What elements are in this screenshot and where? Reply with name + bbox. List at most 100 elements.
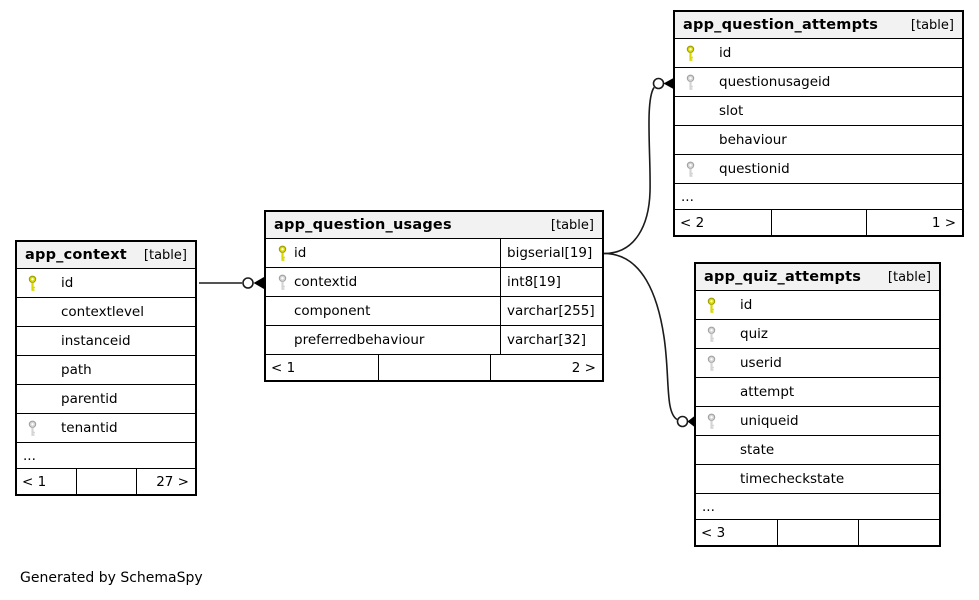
zero-many-circle xyxy=(676,415,689,428)
primary-key-icon xyxy=(706,297,717,314)
table-row: id bigserial[19] xyxy=(266,239,602,268)
column-name: preferredbehaviour xyxy=(294,332,425,348)
footer-spacer xyxy=(770,210,867,235)
table-header: app_context[table] xyxy=(17,242,195,269)
column-name-cell: component xyxy=(266,297,501,325)
table-row: tenantid xyxy=(17,414,195,443)
column-name: questionusageid xyxy=(719,74,831,90)
table-row: preferredbehaviour varchar[32] xyxy=(266,326,602,355)
footer-spacer xyxy=(378,355,490,380)
column-name: contextlevel xyxy=(61,304,144,320)
table-row: path xyxy=(17,356,195,385)
table-name[interactable]: app_question_attempts xyxy=(683,17,879,33)
footer-spacer xyxy=(777,520,858,545)
column-name: id xyxy=(61,275,74,291)
relationship-app_question_usages-app_quiz_attempts xyxy=(603,252,695,428)
column-name: id xyxy=(294,245,307,261)
table-row: contextid int8[19] xyxy=(266,268,602,297)
column-name-cell: preferredbehaviour xyxy=(266,326,501,354)
child-count: 1 > xyxy=(866,210,962,235)
column-name: id xyxy=(719,45,732,61)
relationship-app_question_usages-app_question_attempts xyxy=(603,77,674,255)
table-app_question_usages[interactable]: app_question_usages [table] id bigserial[19… xyxy=(264,210,604,382)
column-name: tenantid xyxy=(61,420,118,436)
table-type-badge: [table] xyxy=(910,17,954,33)
parent-count: < 2 xyxy=(680,214,705,231)
column-name: instanceid xyxy=(61,333,131,349)
column-name: path xyxy=(61,362,92,378)
table-footer: < 1 27 > xyxy=(17,469,195,494)
child-count: 27 > xyxy=(135,469,195,494)
table-row: userid xyxy=(696,349,939,378)
fk-arrowhead-icon xyxy=(253,277,264,289)
table-row: contextlevel xyxy=(17,298,195,327)
relationship-app_context-app_question_usages xyxy=(199,277,264,289)
table-footer: < 3 xyxy=(696,520,939,545)
column-name: quiz xyxy=(740,326,768,342)
more-columns-ellipsis: ... xyxy=(696,494,939,520)
column-name: userid xyxy=(740,355,782,371)
table-row: uniqueid xyxy=(696,407,939,436)
table-row: id xyxy=(675,39,962,68)
foreign-key-icon xyxy=(706,413,717,430)
column-type: int8[19] xyxy=(507,274,561,290)
foreign-key-icon xyxy=(685,161,696,178)
column-name: questionid xyxy=(719,161,790,177)
primary-key-icon xyxy=(27,275,38,292)
table-footer: < 2 1 > xyxy=(675,210,962,235)
table-row: quiz xyxy=(696,320,939,349)
footer-spacer xyxy=(76,469,135,494)
column-name: timecheckstate xyxy=(740,471,845,487)
foreign-key-icon xyxy=(706,326,717,343)
column-type: bigserial[19] xyxy=(507,245,593,261)
table-row: instanceid xyxy=(17,327,195,356)
column-name-cell: contextid xyxy=(266,268,501,296)
child-count: 2 > xyxy=(490,355,602,380)
parent-count: < 3 xyxy=(701,524,726,541)
table-row: slot xyxy=(675,97,962,126)
parent-count: < 1 xyxy=(22,473,47,490)
column-name: behaviour xyxy=(719,132,787,148)
table-name[interactable]: app_context xyxy=(25,247,127,263)
column-name-cell: id xyxy=(266,239,501,267)
table-name[interactable]: app_question_usages xyxy=(274,217,452,233)
column-name: attempt xyxy=(740,384,795,400)
table-header: app_question_attempts [table] xyxy=(675,12,962,39)
fk-arrowhead-icon xyxy=(663,78,674,89)
foreign-key-icon xyxy=(27,420,38,437)
column-name: component xyxy=(294,303,371,319)
table-name[interactable]: app_quiz_attempts xyxy=(704,269,862,285)
column-name: state xyxy=(740,442,775,458)
table-row: questionusageid xyxy=(675,68,962,97)
column-name: id xyxy=(740,297,753,313)
column-name: parentid xyxy=(61,391,118,407)
table-app_question_attempts[interactable]: app_question_attempts [table] id questionus… xyxy=(673,10,964,237)
primary-key-icon xyxy=(685,45,696,62)
column-name: contextid xyxy=(294,274,358,290)
zero-many-circle xyxy=(652,77,665,90)
table-row: id xyxy=(696,291,939,320)
table-header: app_question_usages [table] xyxy=(266,212,602,239)
table-row: parentid xyxy=(17,385,195,414)
table-app_context[interactable]: app_context[table]id contextlevel instance… xyxy=(15,240,197,496)
table-row: questionid xyxy=(675,155,962,184)
more-columns-ellipsis: ... xyxy=(675,184,962,210)
table-type-badge: [table] xyxy=(550,217,594,233)
child-count xyxy=(858,520,939,545)
column-type: varchar[32] xyxy=(507,332,587,348)
table-row: attempt xyxy=(696,378,939,407)
foreign-key-icon xyxy=(277,274,288,291)
foreign-key-icon xyxy=(706,355,717,372)
more-columns-ellipsis: ... xyxy=(17,443,195,469)
table-row: state xyxy=(696,436,939,465)
table-row: timecheckstate xyxy=(696,465,939,494)
table-row: id xyxy=(17,269,195,298)
column-name: uniqueid xyxy=(740,413,799,429)
foreign-key-icon xyxy=(685,74,696,91)
parent-count: < 1 xyxy=(271,359,296,376)
primary-key-icon xyxy=(277,245,288,262)
table-row: behaviour xyxy=(675,126,962,155)
